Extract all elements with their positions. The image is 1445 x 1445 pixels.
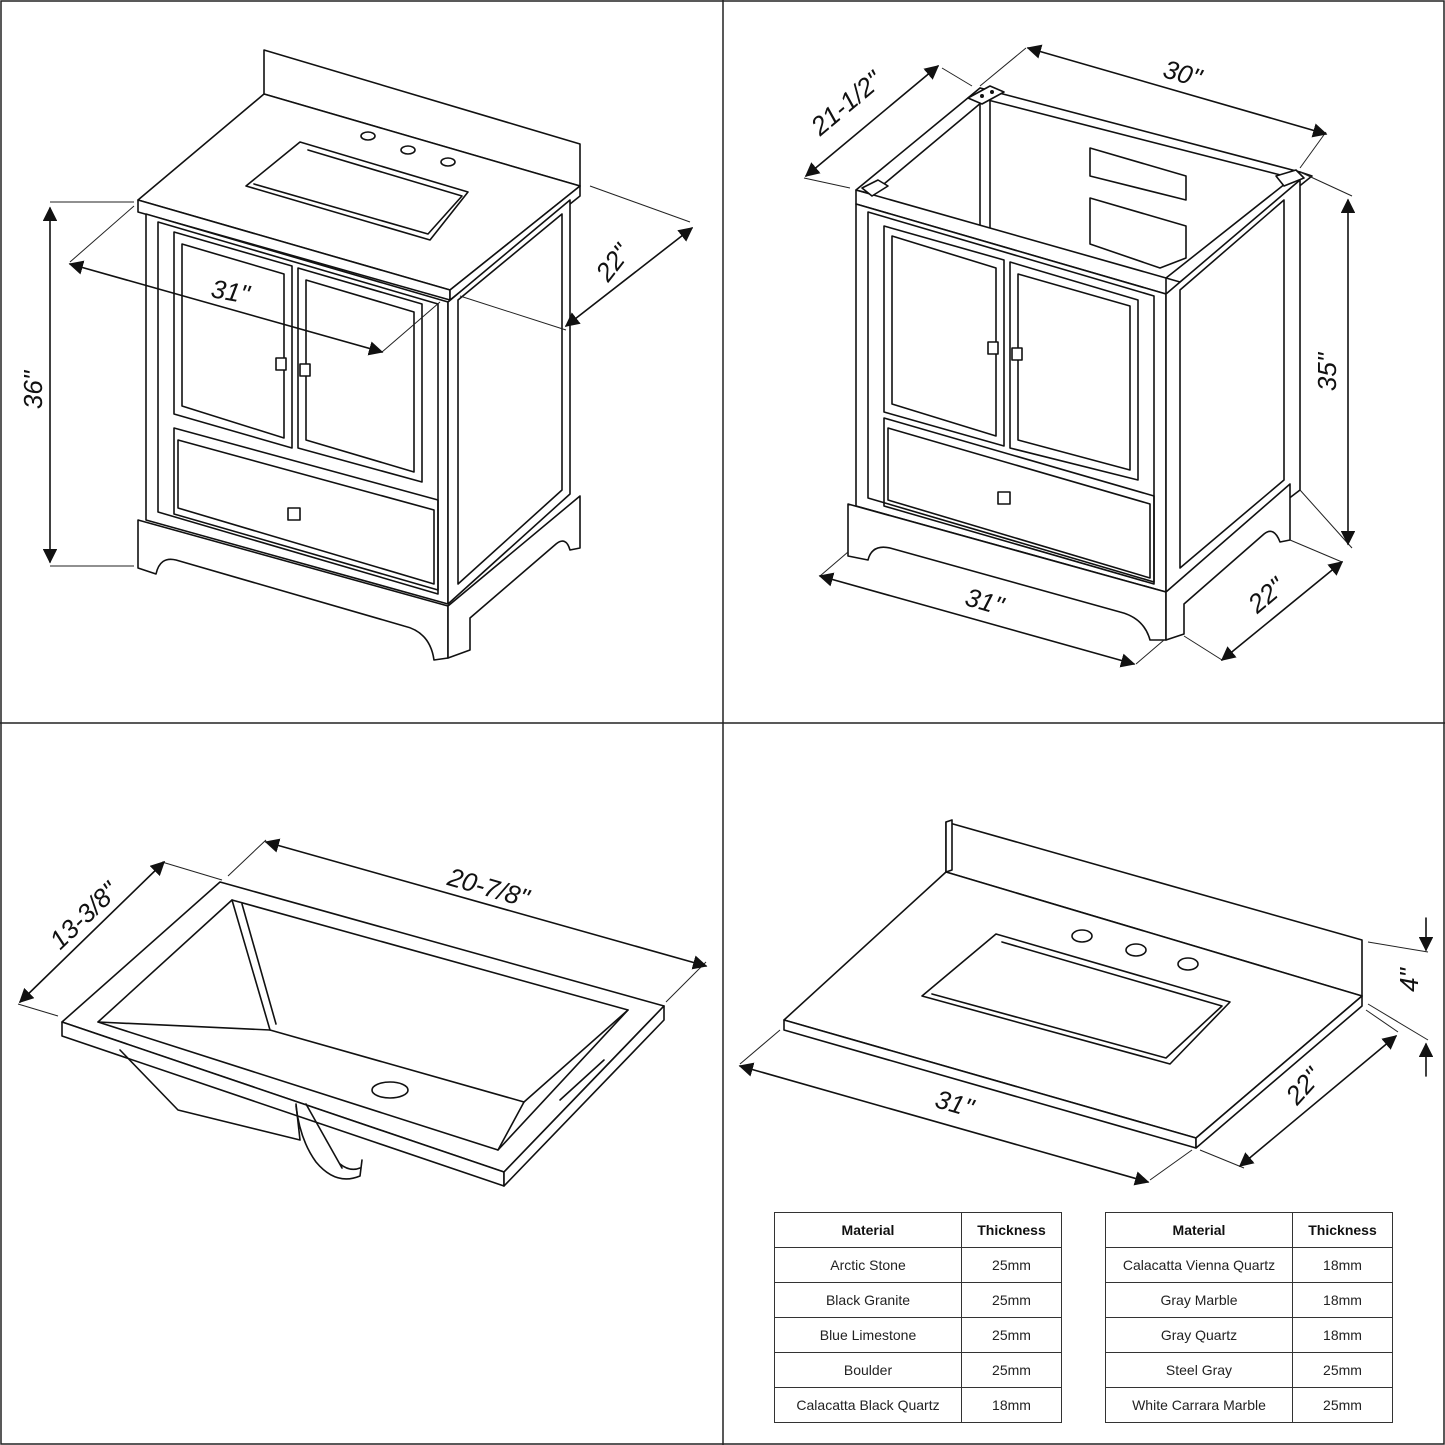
material-cell: Gray Quartz [1105,1317,1293,1353]
thickness-cell: 25mm [1292,1387,1393,1423]
thickness-cell: 18mm [1292,1282,1393,1318]
vanity-with-top-drawing [42,49,694,661]
thickness-cell: 18mm [1292,1247,1393,1283]
material-cell: Steel Gray [1105,1352,1293,1388]
material-cell: Black Granite [774,1282,962,1318]
sink-drawing [17,838,708,1187]
thickness-cell: 25mm [961,1282,1062,1318]
vanity-width-label: 31" [209,273,254,309]
material-cell: Blue Limestone [774,1317,962,1353]
material-cell: Calacatta Black Quartz [774,1387,962,1423]
material-header: Material [774,1212,962,1248]
thickness-header: Thickness [961,1212,1062,1248]
cabinet-top-depth-label: 21-1/2" [804,64,889,142]
material-cell: Gray Marble [1105,1282,1293,1318]
vanity-depth-label: 22" [589,237,638,288]
thickness-cell: 25mm [961,1247,1062,1283]
material-header: Material [1105,1212,1293,1248]
sink-length-label: 20-7/8" [444,861,535,913]
cabinet-height-label: 35" [1312,351,1342,391]
thickness-cell: 25mm [961,1317,1062,1353]
material-cell: Boulder [774,1352,962,1388]
cabinet-depth-label: 22" [1241,570,1292,619]
thickness-cell: 25mm [1292,1352,1393,1388]
thickness-cell: 25mm [961,1352,1062,1388]
countertop-drawing [738,819,1434,1186]
countertop-backsplash-label: 4" [1394,966,1424,991]
thickness-header: Thickness [1292,1212,1393,1248]
material-cell: White Carrara Marble [1105,1387,1293,1423]
thickness-cell: 18mm [1292,1317,1393,1353]
cabinet-drawing [803,44,1356,668]
material-cell: Arctic Stone [774,1247,962,1283]
sink-width-label: 13-3/8" [43,875,125,955]
cabinet-width-label: 31" [962,582,1009,622]
thickness-cell: 18mm [961,1387,1062,1423]
countertop-width-label: 31" [932,1084,979,1124]
vanity-height-label: 36" [18,369,48,409]
material-cell: Calacatta Vienna Quartz [1105,1247,1293,1283]
materials-table-right: Material Thickness Calacatta Vienna Quar… [1105,1212,1393,1423]
